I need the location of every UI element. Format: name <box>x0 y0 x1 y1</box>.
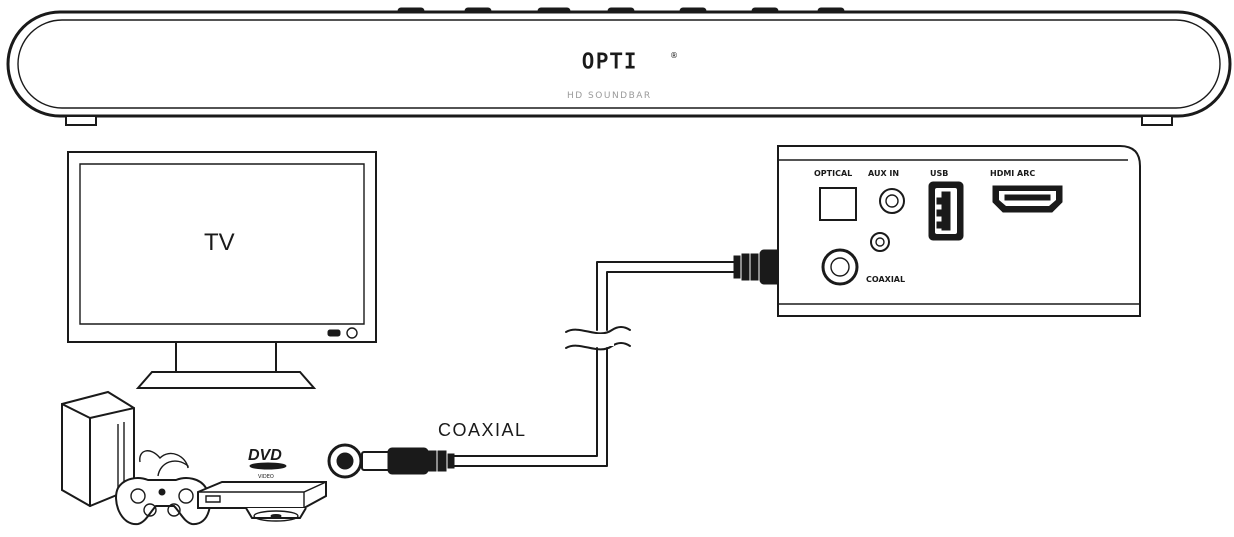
tv: TV <box>68 152 376 388</box>
tv-sensor <box>328 330 340 336</box>
soundbar-brand: OPTI <box>582 49 638 73</box>
tv-stand-base <box>138 372 314 388</box>
hdmi-arc-label: HDMI ARC <box>990 169 1035 178</box>
soundbar-body-outer <box>8 12 1230 116</box>
aux-in-jack <box>880 189 904 213</box>
hdmi-arc-port <box>993 186 1062 212</box>
cable-break-mark <box>566 327 630 333</box>
soundbar-brand-mark: ® <box>670 51 678 60</box>
soundbar-rear-panel: OPTICAL AUX IN USB HDMI ARC COAXIAL <box>778 146 1140 316</box>
tv-screen <box>80 164 364 324</box>
dvd-logo: DVD <box>248 447 282 464</box>
soundbar-body-inner <box>18 20 1220 108</box>
dvd-logo-sub: VIDEO <box>258 474 274 480</box>
usb-label: USB <box>930 169 948 178</box>
coaxial-port-label: COAXIAL <box>866 275 905 284</box>
dvd-player: DVD VIDEO <box>198 447 326 521</box>
tv-screen-frame <box>68 152 376 342</box>
soundbar-foot-right <box>1142 116 1172 125</box>
optical-label: OPTICAL <box>814 169 852 178</box>
tv-power-light <box>347 328 357 338</box>
gamepad-icon <box>116 451 210 524</box>
tv-stand-neck <box>176 342 276 372</box>
source-devices: DVD VIDEO <box>62 392 326 524</box>
aux-in-label: AUX IN <box>868 169 899 178</box>
usb-port <box>929 182 963 240</box>
soundbar-model-text: HD SOUNDBAR <box>567 91 652 101</box>
tv-label: TV <box>204 229 235 256</box>
game-console-tower <box>62 392 134 506</box>
soundbar-foot-left <box>66 116 96 125</box>
soundbar: OPTI ® HD SOUNDBAR <box>8 8 1230 125</box>
coaxial-cable: COAXIAL <box>438 262 734 466</box>
cable-label: COAXIAL <box>438 420 527 440</box>
optical-port <box>820 188 856 220</box>
coaxial-port <box>823 233 889 284</box>
coaxial-plug-source <box>329 445 454 477</box>
dvd-logo-disc <box>250 463 286 469</box>
